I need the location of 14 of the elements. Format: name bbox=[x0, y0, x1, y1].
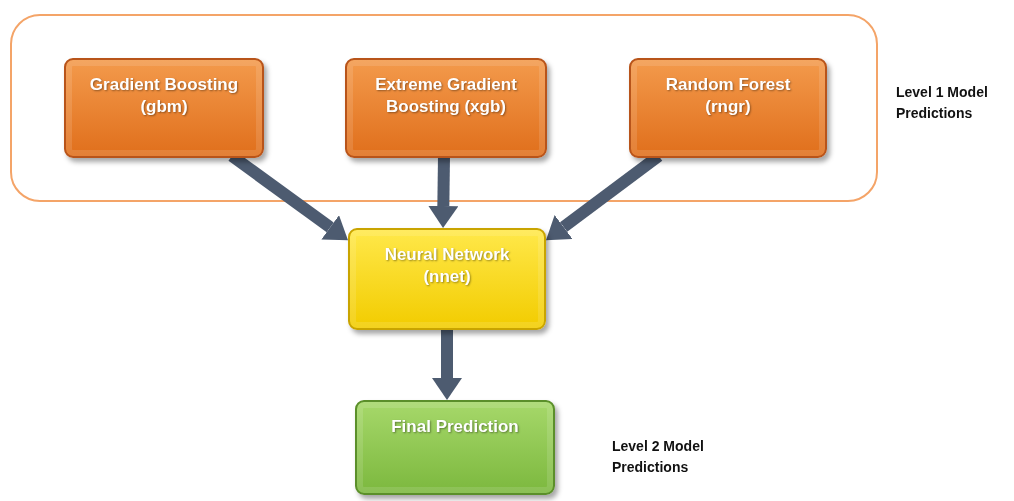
arrow bbox=[428, 155, 459, 228]
level-label: Level 2 Model Predictions bbox=[612, 437, 705, 477]
model-box bbox=[345, 58, 547, 158]
arrow bbox=[432, 330, 462, 400]
model-box bbox=[64, 58, 264, 158]
box-label: Extreme Gradient Boosting (xgb) bbox=[374, 74, 518, 118]
box-label: Gradient Boosting (gbm) bbox=[88, 74, 240, 118]
model-box bbox=[629, 58, 827, 158]
box-label: Final Prediction bbox=[391, 416, 519, 438]
box-label: Neural Network (nnet) bbox=[383, 244, 511, 288]
model-box bbox=[348, 228, 546, 330]
model-box bbox=[355, 400, 555, 495]
box-label: Random Forest (rngr) bbox=[664, 74, 792, 118]
group-label: Level 1 Model Predictions bbox=[896, 83, 989, 123]
